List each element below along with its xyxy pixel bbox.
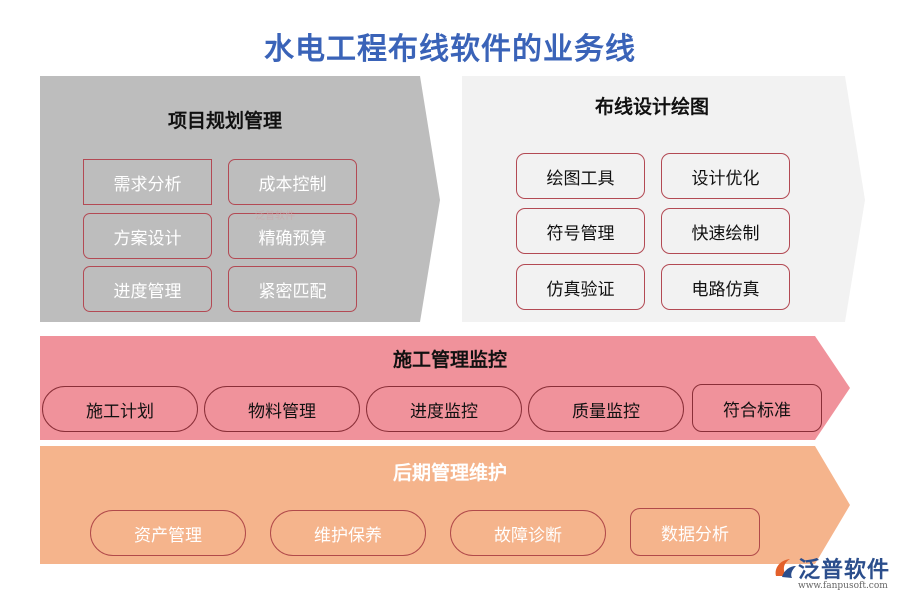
drawing-item-drawing-tools: 绘图工具 [516, 153, 645, 199]
construction-panel-title: 施工管理监控 [392, 349, 507, 371]
planning-panel-title: 项目规划管理 [167, 110, 282, 132]
planning-item-scheme-design: 方案设计 [83, 213, 212, 259]
planning-item-close-matching: 紧密匹配 [228, 266, 357, 312]
drawing-item-circuit-simulation: 电路仿真 [661, 264, 790, 310]
diagram-title: 水电工程布线软件的业务线 [264, 32, 636, 67]
maintenance-item-maintenance: 维护保养 [270, 510, 426, 556]
maintenance-item-asset-management: 资产管理 [90, 510, 246, 556]
logo-name: 泛普软件 [798, 558, 891, 583]
construction-item-materials: 物料管理 [204, 386, 360, 432]
planning-item-requirements: 需求分析 [83, 159, 212, 205]
maintenance-item-fault-diagnosis: 故障诊断 [450, 510, 606, 556]
construction-item-plan: 施工计划 [42, 386, 198, 432]
construction-item-progress-monitoring: 进度监控 [366, 386, 522, 432]
construction-item-compliance: 符合标准 [692, 384, 822, 432]
drawing-item-symbol-management: 符号管理 [516, 208, 645, 254]
drawing-panel-title: 布线设计绘图 [594, 96, 709, 118]
drawing-item-design-optimization: 设计优化 [661, 153, 790, 199]
company-logo: 泛普软件 [772, 552, 890, 584]
drawing-item-simulation-verification: 仿真验证 [516, 264, 645, 310]
logo-icon [775, 559, 796, 578]
drawing-panel-shape [462, 76, 865, 322]
logo-url: www.fanpusoft.com [798, 581, 888, 591]
watermark-logo: 泛普软件 [255, 211, 295, 222]
drawing-item-fast-drawing: 快速绘制 [661, 208, 790, 254]
planning-item-progress-management: 进度管理 [83, 266, 212, 312]
planning-item-cost-control: 成本控制 [228, 159, 357, 205]
maintenance-panel-title: 后期管理维护 [392, 462, 507, 484]
planning-item-precise-budget: 精确预算 [228, 213, 357, 259]
construction-item-quality-monitoring: 质量监控 [528, 386, 684, 432]
maintenance-item-data-analysis: 数据分析 [630, 508, 760, 556]
